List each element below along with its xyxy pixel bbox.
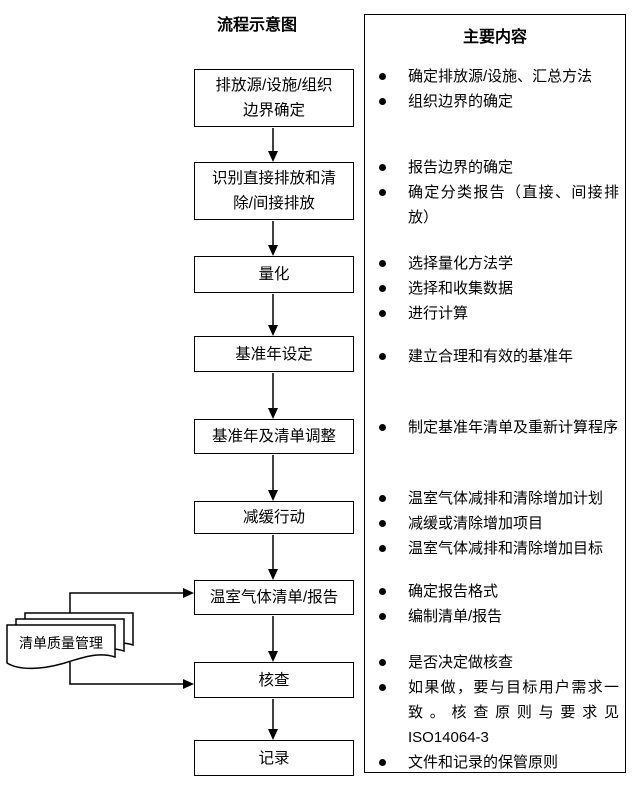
arrow-right-icon xyxy=(69,662,194,689)
content-group-base-year: 建立合理和有效的基准年 xyxy=(365,344,619,369)
list-item-text: 确定分类报告（直接、间接排放） xyxy=(408,184,619,226)
arrow-down-icon xyxy=(268,294,278,336)
list-item: 报告边界的确定 xyxy=(365,155,619,180)
arrow-down-icon xyxy=(268,373,278,419)
arrow-down-icon xyxy=(268,535,278,580)
list-item-text: 编制清单/报告 xyxy=(408,608,503,625)
list-item-text: 选择量化方法学 xyxy=(408,255,514,272)
list-item: 如果做，要与目标用户需求一致。核查原则与要求见ISO14064-3 xyxy=(365,675,619,750)
flow-step-records: 记录 xyxy=(194,740,354,776)
bullet-icon xyxy=(379,613,386,620)
flow-step-base-year-adjustment: 基准年及清单调整 xyxy=(194,419,354,454)
list-item-text: 进行计算 xyxy=(408,305,469,322)
list-item-text: 温室气体减排和清除增加计划 xyxy=(408,490,604,507)
flow-step-base-year: 基准年设定 xyxy=(194,336,354,372)
bullet-icon xyxy=(379,659,386,666)
list-item-text: 是否决定做核查 xyxy=(408,654,514,671)
list-item-text: 确定报告格式 xyxy=(408,583,499,600)
bullet-icon xyxy=(379,759,386,766)
list-item: 组织边界的确定 xyxy=(365,89,619,114)
bullet-icon xyxy=(379,164,386,171)
main-content-title: 主要内容 xyxy=(462,29,527,46)
main-content-panel: 主要内容 确定排放源/设施、汇总方法 组织边界的确定 报告边界的确定 确定分类报… xyxy=(364,14,626,773)
content-group-mitigation: 温室气体减排和清除增加计划 减缓或清除增加项目 温室气体减排和清除增加目标 xyxy=(365,486,619,561)
list-item-text: 如果做，要与目标用户需求一致。核查原则与要求见ISO14064-3 xyxy=(408,679,619,746)
list-item-text: 报告边界的确定 xyxy=(408,159,514,176)
flow-step-emission-source-boundary: 排放源/设施/组织 边界确定 xyxy=(194,69,354,127)
multi-document-icon xyxy=(6,612,134,670)
list-item-text: 确定排放源/设施、汇总方法 xyxy=(408,68,593,85)
flow-step-mitigation-action: 减缓行动 xyxy=(194,501,354,534)
content-group-report: 确定报告格式 编制清单/报告 xyxy=(365,579,619,629)
list-item: 文件和记录的保管原则 xyxy=(365,750,619,775)
arrow-right-icon xyxy=(69,588,194,613)
list-item-text: 减缓或清除增加项目 xyxy=(408,515,544,532)
list-item-text: 制定基准年清单及重新计算程序 xyxy=(408,419,619,436)
list-item-text: 建立合理和有效的基准年 xyxy=(408,348,574,365)
bullet-icon xyxy=(379,189,386,196)
flow-step-verification: 核查 xyxy=(194,662,354,698)
content-group-identify: 报告边界的确定 确定分类报告（直接、间接排放） xyxy=(365,155,619,230)
list-item: 选择和收集数据 xyxy=(365,276,619,301)
flow-step-identify-emissions: 识别直接排放和清 除/间接排放 xyxy=(194,162,354,220)
arrow-down-icon xyxy=(268,699,278,740)
content-group-quantification: 选择量化方法学 选择和收集数据 进行计算 xyxy=(365,251,619,326)
bullet-icon xyxy=(379,684,386,691)
bullet-icon xyxy=(379,545,386,552)
bullet-icon xyxy=(379,310,386,317)
bullet-icon xyxy=(379,98,386,105)
list-item-text: 文件和记录的保管原则 xyxy=(408,754,559,771)
doc-connectors xyxy=(69,588,194,689)
list-item: 是否决定做核查 xyxy=(365,650,619,675)
list-item: 确定分类报告（直接、间接排放） xyxy=(365,180,619,230)
list-item: 减缓或清除增加项目 xyxy=(365,511,619,536)
list-item-text: 温室气体减排和清除增加目标 xyxy=(408,540,604,557)
list-item-text: 组织边界的确定 xyxy=(408,93,514,110)
content-group-boundary: 确定排放源/设施、汇总方法 组织边界的确定 xyxy=(365,64,619,114)
arrow-down-icon xyxy=(268,221,278,256)
flow-step-ghg-inventory-report: 温室气体清单/报告 xyxy=(194,580,354,615)
inventory-quality-management-label: 清单质量管理 xyxy=(19,635,103,651)
arrow-down-icon xyxy=(268,616,278,662)
list-item: 选择量化方法学 xyxy=(365,251,619,276)
bullet-icon xyxy=(379,260,386,267)
bullet-icon xyxy=(379,495,386,502)
bullet-icon xyxy=(379,424,386,431)
arrow-down-icon xyxy=(268,455,278,501)
list-item: 进行计算 xyxy=(365,301,619,326)
content-group-verification-records: 是否决定做核查 如果做，要与目标用户需求一致。核查原则与要求见ISO14064-… xyxy=(365,650,619,775)
list-item: 确定排放源/设施、汇总方法 xyxy=(365,64,619,89)
flow-step-quantification: 量化 xyxy=(194,256,354,293)
bullet-icon xyxy=(379,588,386,595)
bullet-icon xyxy=(379,520,386,527)
list-item: 温室气体减排和清除增加目标 xyxy=(365,536,619,561)
list-item: 建立合理和有效的基准年 xyxy=(365,344,619,369)
content-group-base-year-adjustment: 制定基准年清单及重新计算程序 xyxy=(365,415,619,440)
list-item: 确定报告格式 xyxy=(365,579,619,604)
bullet-icon xyxy=(379,73,386,80)
flow-arrows xyxy=(268,128,278,740)
list-item: 制定基准年清单及重新计算程序 xyxy=(365,415,619,440)
arrow-down-icon xyxy=(268,128,278,162)
bullet-icon xyxy=(379,353,386,360)
bullet-icon xyxy=(379,285,386,292)
flow-column-title: 流程示意图 xyxy=(216,17,297,34)
list-item-text: 选择和收集数据 xyxy=(408,280,514,297)
list-item: 编制清单/报告 xyxy=(365,604,619,629)
list-item: 温室气体减排和清除增加计划 xyxy=(365,486,619,511)
